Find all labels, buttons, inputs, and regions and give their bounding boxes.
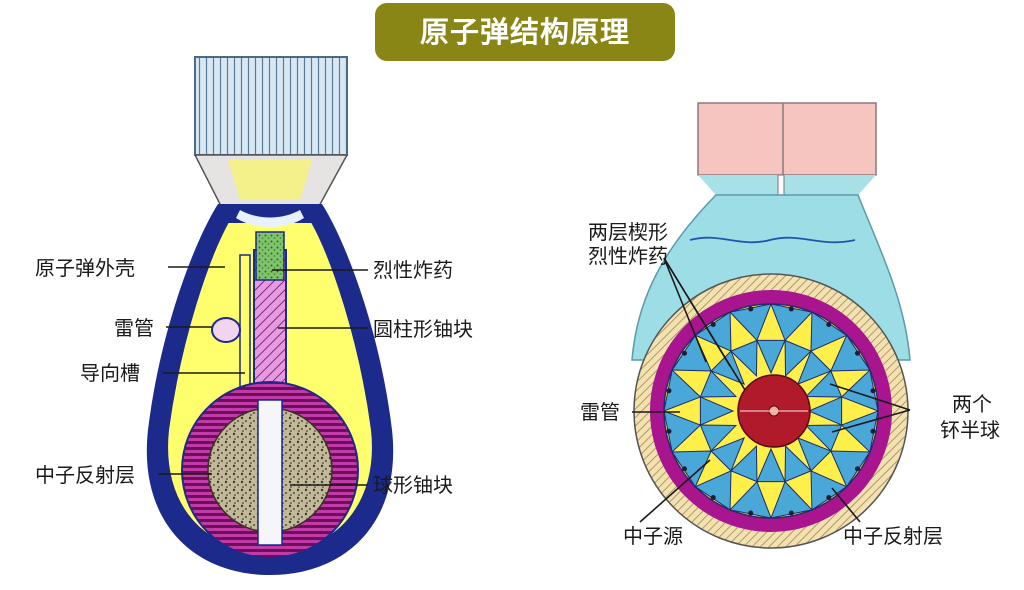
detonator-dot [748,306,754,312]
tail-fins [194,56,348,156]
inner-wedge [796,436,832,472]
inner-wedge [804,370,843,398]
inner-wedge [710,436,746,472]
inner-wedge [699,424,738,452]
inner-wedge [699,396,735,426]
inner-wedge [730,339,758,378]
detonator-dot [682,350,688,356]
label-shell: 原子弹外壳 [35,256,135,280]
inner-wedge [730,444,758,483]
inner-wedge [807,396,843,426]
guide-slot [239,254,251,396]
gun-type-bomb-diagram [146,56,394,575]
detonator-dot [854,466,860,472]
label-guide-slot: 导向槽 [80,361,140,385]
detonator-dot [870,388,876,394]
detonator [211,317,241,343]
detonator-dot [788,306,794,312]
label-reflector-left: 中子反射层 [35,463,135,487]
detonator-dot [870,428,876,434]
left-leader-lines [158,266,368,486]
label-detonator-right: 雷管 [580,400,620,424]
detonator-dot [710,494,716,500]
detonator-dot [710,322,716,328]
page-title: 原子弹结构原理 [419,15,630,49]
label-wedge-explosive-1: 两层楔形 [588,220,668,244]
tail-fins-right [697,102,877,176]
label-wedge-explosive-2: 烈性炸药 [588,244,668,268]
label-hemispheres-1: 两个 [952,392,992,416]
inner-wedge [699,370,738,398]
label-hemispheres-2: 钚半球 [940,418,1000,442]
explosive-wedges [663,303,879,519]
inner-wedge [756,447,786,483]
explosive-plug [255,231,285,281]
label-neutron-source: 中子源 [623,524,683,548]
label-reflector-right: 中子反射层 [843,524,943,548]
right-leader-lines [632,257,911,523]
detonator-dot [826,322,832,328]
detonator-dot [666,428,672,434]
detonator-dot [788,510,794,516]
detonator-dot [826,494,832,500]
inner-wedge [796,350,832,386]
label-explosive: 烈性炸药 [373,258,453,282]
inner-wedge [784,444,812,483]
title-banner [375,3,675,61]
detonator-dot [682,466,688,472]
label-detonator-left: 雷管 [114,316,154,340]
detonator-dot [854,350,860,356]
bore [257,399,283,546]
inner-wedge [784,339,812,378]
label-sphere-uranium: 球形铀块 [373,473,453,497]
detonator-dot [748,510,754,516]
implosion-bomb-diagram [631,102,911,549]
inner-wedge [756,339,786,375]
neck-right [698,175,876,195]
label-cylinder-uranium: 圆柱形铀块 [373,317,473,341]
detonator-dot [666,388,672,394]
